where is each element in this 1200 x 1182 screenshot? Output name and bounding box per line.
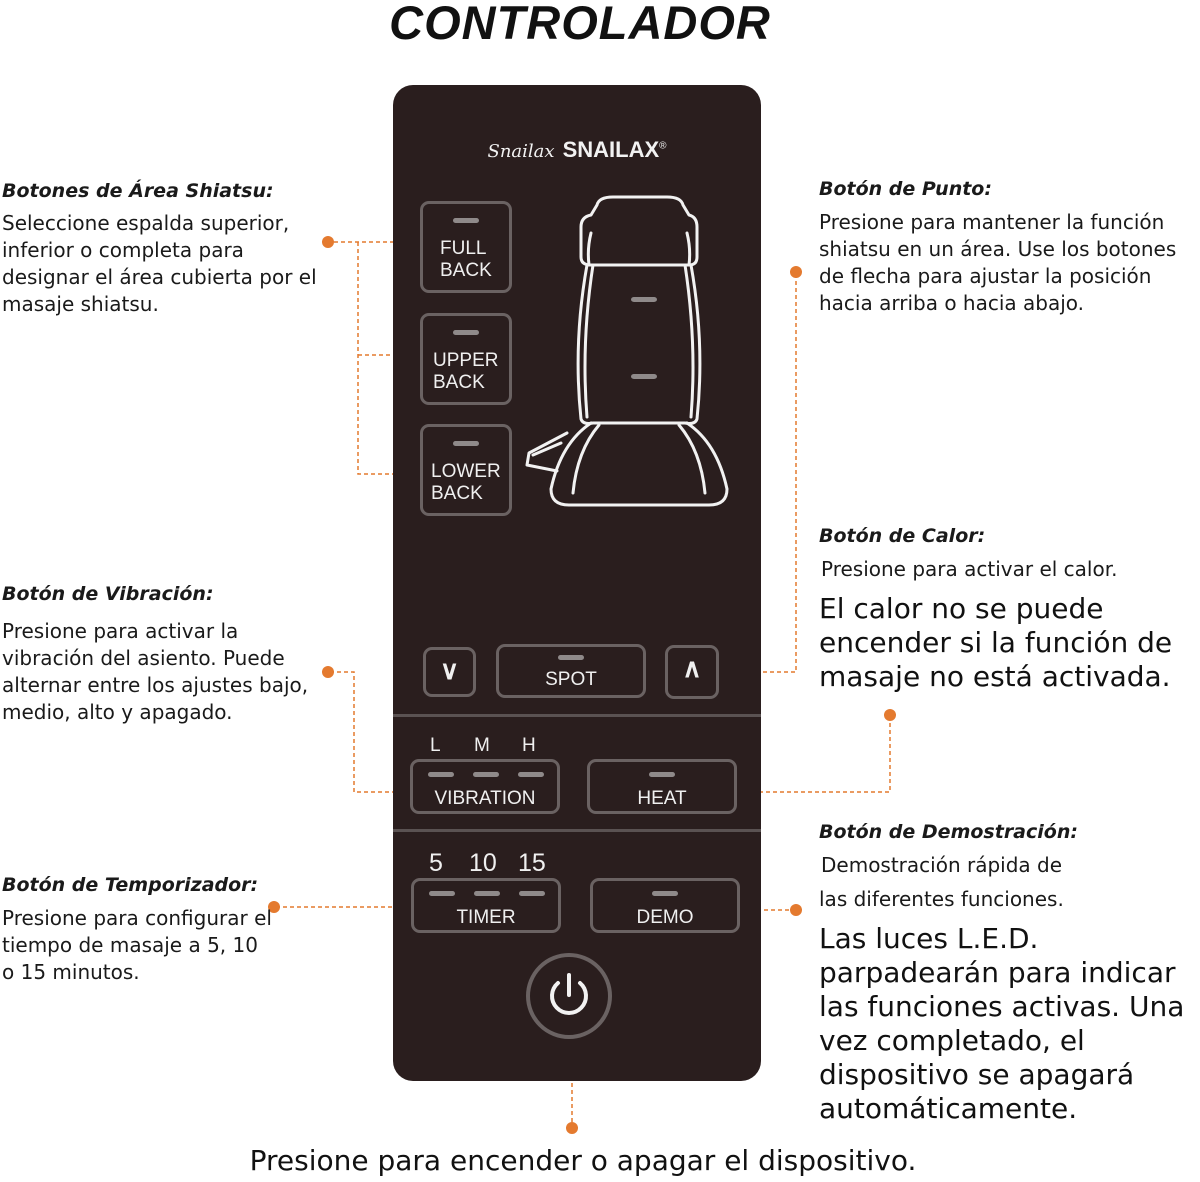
full-back-label-line2: BACK	[440, 260, 492, 281]
timer-callout-dot	[268, 901, 280, 913]
spot-button[interactable]: SPOT	[496, 644, 646, 698]
heat-description: Presione para activar el calor.	[821, 557, 1118, 581]
controller-panel: Snailax SNAILAX® FULL BACK UPPER BACK LOW…	[393, 85, 761, 1081]
chevron-up-icon: ∧	[682, 653, 702, 683]
vibration-callout-dot	[322, 666, 334, 678]
down-arrow-button[interactable]: ∨	[423, 647, 476, 697]
demo-heading: Botón de Demostración:	[819, 821, 1078, 843]
vibration-level-medium: M	[474, 735, 490, 756]
timer-button[interactable]: TIMER	[411, 878, 561, 933]
heat-label: HEAT	[637, 788, 687, 809]
vibration-led-low	[428, 772, 454, 777]
power-icon	[550, 973, 588, 1015]
chevron-down-icon: ∨	[439, 655, 460, 685]
shiatsu-description: Seleccione espalda superior, inferior o …	[2, 211, 317, 316]
brand-name: SNAILAX	[562, 137, 660, 162]
shiatsu-heading: Botones de Área Shiatsu:	[2, 180, 274, 202]
timer-led-15	[519, 891, 545, 896]
spot-description: Presione para mantener la función shiats…	[819, 210, 1177, 315]
demo-label: DEMO	[636, 907, 694, 928]
power-description: Presione para encender o apagar el dispo…	[249, 1144, 917, 1177]
timer-heading: Botón de Temporizador:	[2, 874, 259, 896]
demo-description-line1: Demostración rápida de	[821, 853, 1063, 877]
vibration-label: VIBRATION	[434, 788, 536, 809]
spot-heading: Botón de Punto:	[819, 178, 992, 200]
timer-description: Presione para configurar el tiempo de ma…	[2, 906, 272, 984]
timer-value-5: 5	[429, 849, 443, 877]
lower-back-led	[453, 441, 479, 446]
panel-divider-top	[393, 714, 761, 717]
timer-value-10: 10	[469, 849, 497, 877]
timer-led-10	[474, 891, 500, 896]
vibration-led-high	[518, 772, 544, 777]
demo-callout-dot	[790, 904, 802, 916]
vibration-level-high: H	[522, 735, 536, 756]
vibration-button[interactable]: VIBRATION	[410, 759, 560, 814]
lower-back-label-line1: LOWER	[431, 461, 501, 482]
panel-divider-bottom	[393, 829, 761, 832]
vibration-heading: Botón de Vibración:	[2, 583, 214, 605]
upper-back-label-line2: BACK	[433, 372, 485, 393]
demo-description-line2: las diferentes funciones.	[819, 887, 1064, 911]
power-callout-dot	[566, 1122, 578, 1134]
heat-callout-dot	[884, 709, 896, 721]
heat-note: El calor no se puede encender si la func…	[819, 592, 1173, 693]
vibration-led-medium	[473, 772, 499, 777]
spot-label: SPOT	[545, 669, 597, 690]
upper-back-button[interactable]: UPPER BACK	[420, 313, 512, 405]
timer-led-5	[429, 891, 455, 896]
timer-value-15: 15	[518, 849, 546, 877]
massage-seat-icon	[525, 195, 729, 507]
heat-button[interactable]: HEAT	[587, 759, 737, 814]
snail-logo-icon: Snailax	[487, 141, 555, 162]
brand-logo: Snailax SNAILAX®	[393, 137, 761, 163]
heat-heading: Botón de Calor:	[819, 525, 986, 547]
full-back-led	[453, 218, 479, 223]
vibration-level-low: L	[430, 735, 441, 756]
spot-led	[558, 655, 584, 660]
up-arrow-button[interactable]: ∧	[665, 645, 719, 699]
upper-back-label-line1: UPPER	[433, 350, 499, 371]
full-back-label-line1: FULL	[440, 238, 487, 259]
full-back-button[interactable]: FULL BACK	[420, 201, 512, 293]
page-title: CONTROLADOR	[389, 0, 771, 49]
demo-note: Las luces L.E.D. parpadearán para indica…	[819, 922, 1185, 1125]
power-button[interactable]	[526, 953, 612, 1039]
lower-back-button[interactable]: LOWER BACK	[420, 424, 512, 516]
spot-callout-dot	[790, 266, 802, 278]
heat-led	[649, 772, 675, 777]
upper-back-led	[453, 330, 479, 335]
lower-back-label-line2: BACK	[431, 483, 483, 504]
shiatsu-callout-dot	[322, 236, 334, 248]
registered-mark: ®	[659, 140, 667, 152]
timer-label: TIMER	[456, 907, 516, 928]
vibration-description: Presione para activar la vibración del a…	[2, 619, 309, 724]
demo-led	[652, 891, 678, 896]
demo-button[interactable]: DEMO	[590, 878, 740, 933]
